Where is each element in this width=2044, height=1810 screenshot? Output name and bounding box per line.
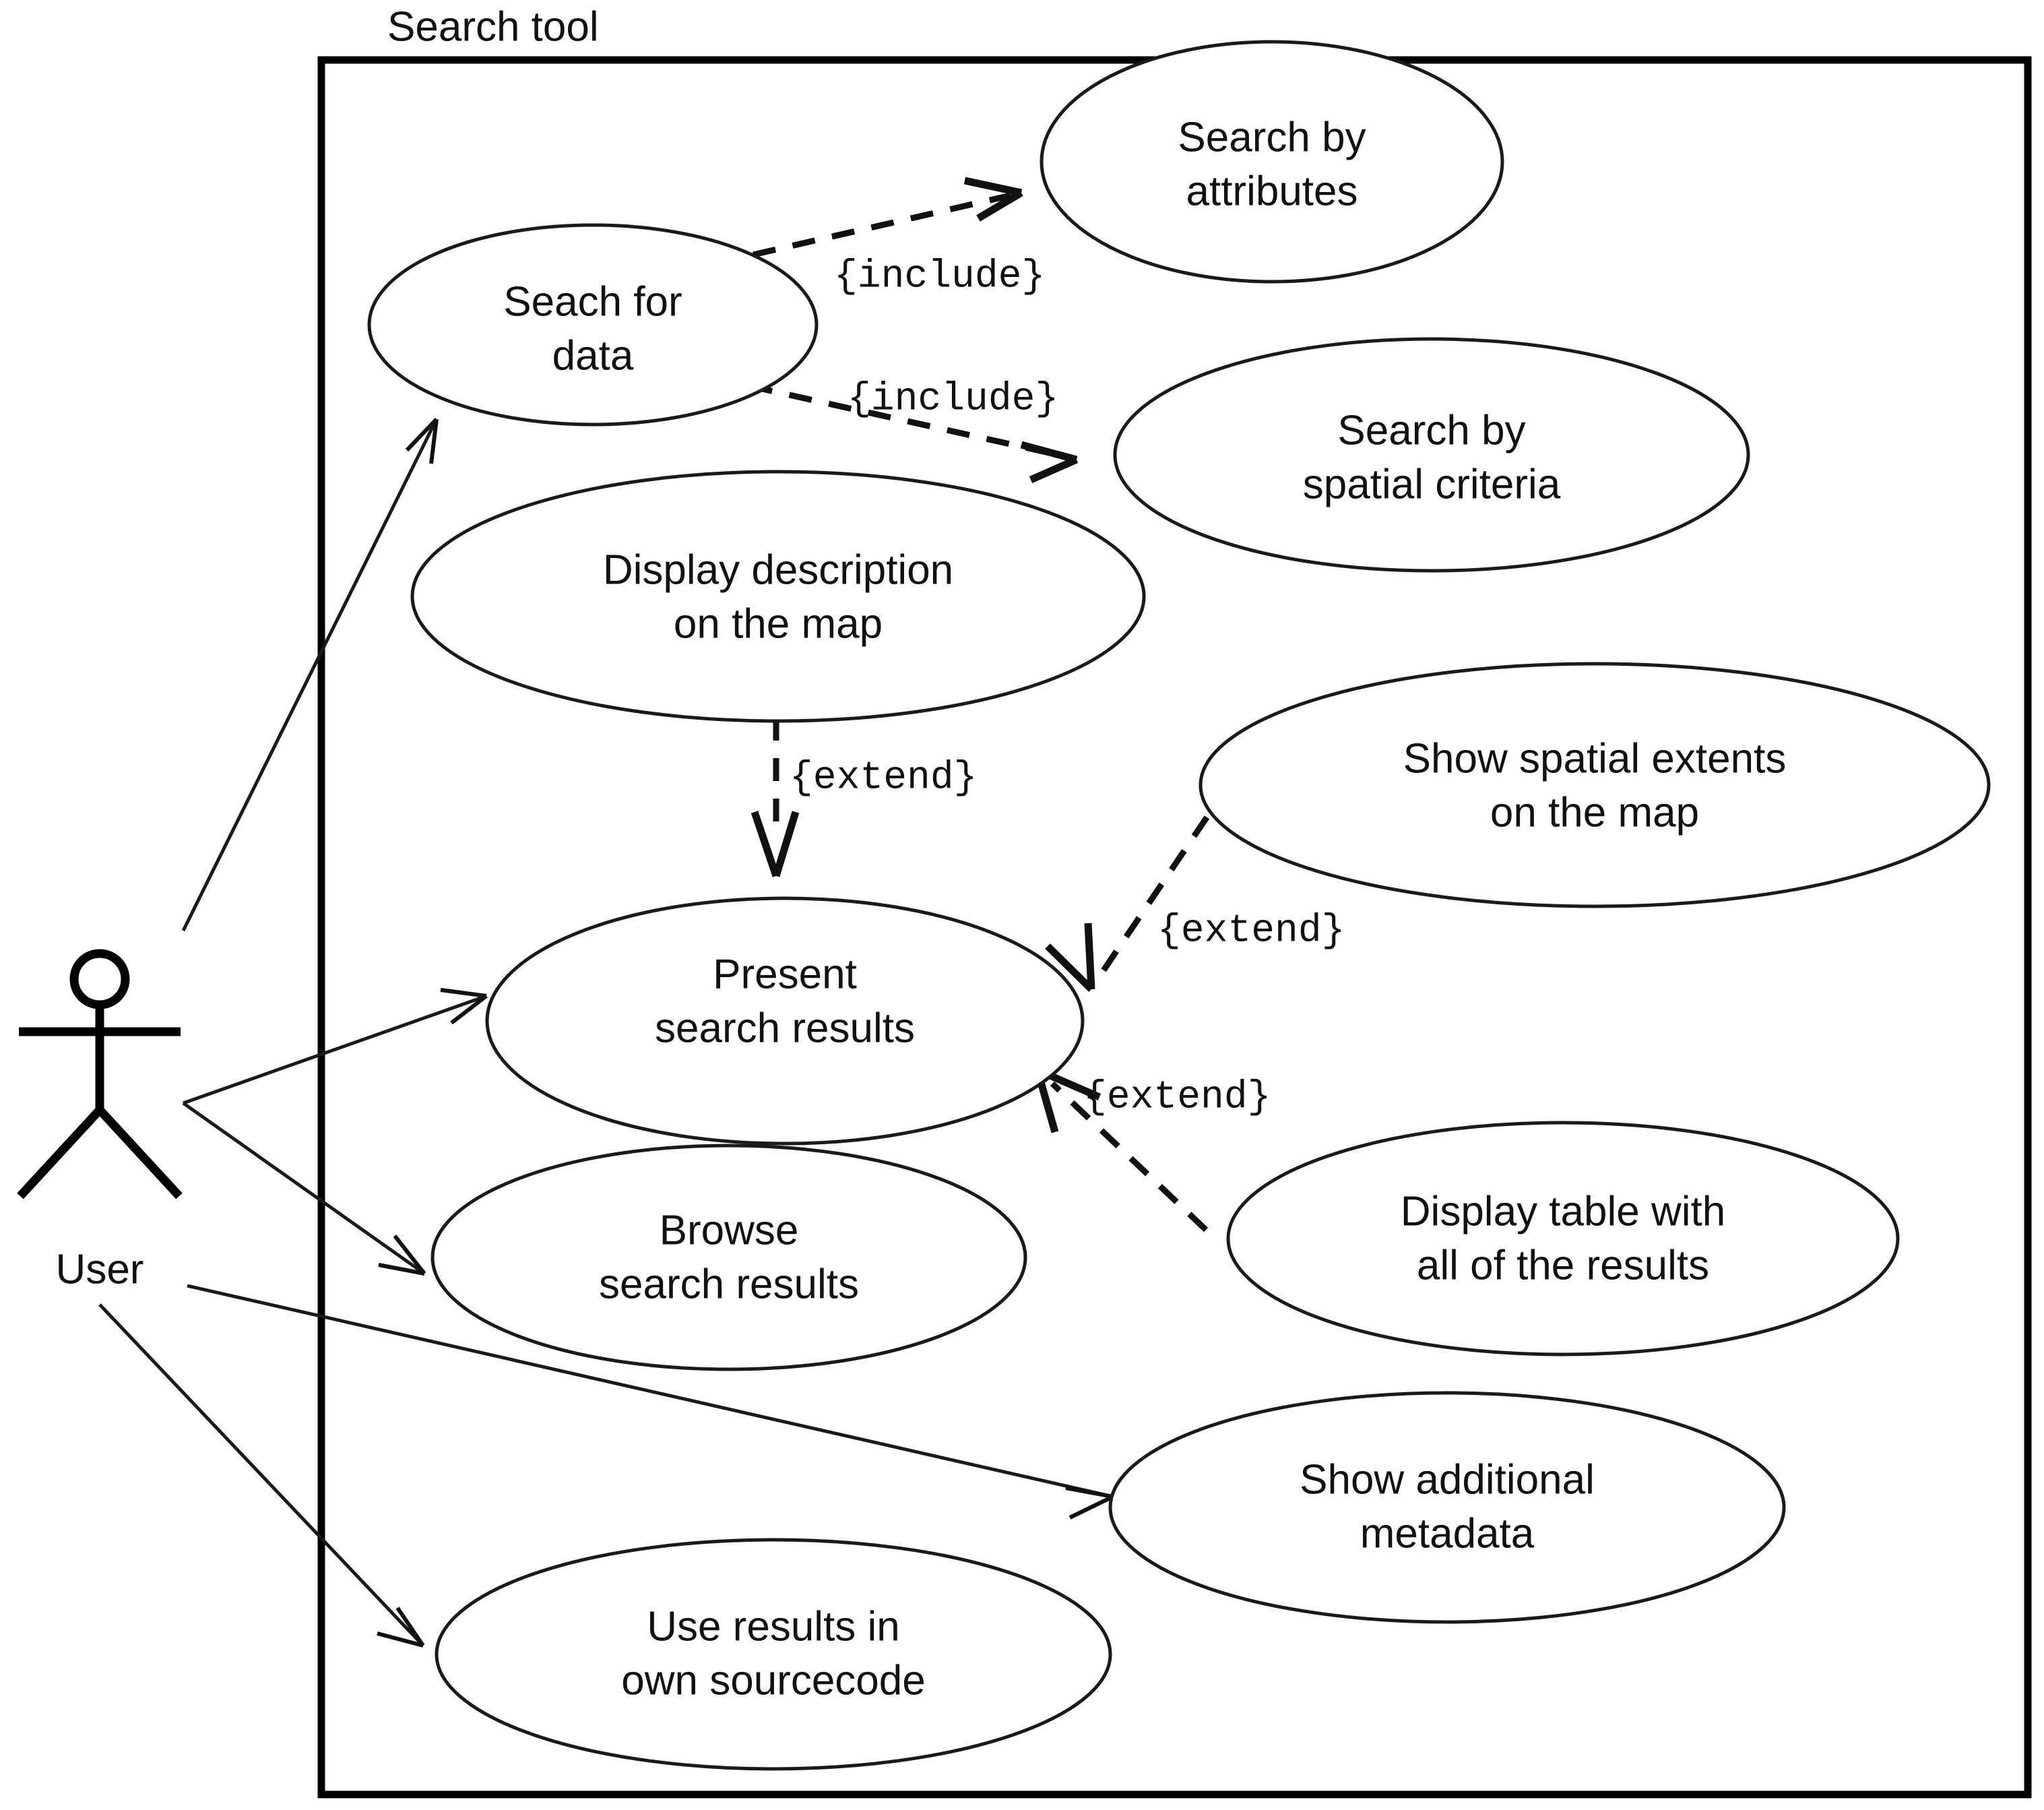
dependency-arrowhead [1020, 441, 1079, 484]
dependency-line [749, 383, 1065, 460]
use-case-label-line1: Show additional [1300, 1456, 1595, 1503]
use-case-label-line2: metadata [1360, 1510, 1535, 1557]
dependency-line [1050, 1081, 1209, 1232]
use-case-ellipse [435, 1538, 1112, 1771]
assoc-line [182, 1101, 426, 1276]
dependency-line [752, 192, 1012, 258]
assoc-arrowhead [405, 417, 439, 464]
use-case-label-line2: on the map [1490, 789, 1699, 836]
assoc-line [187, 1284, 1114, 1499]
actor-user[interactable]: User [17, 949, 183, 1292]
stereotype-label: {extend} [1157, 909, 1345, 953]
stereotype-label: {include} [848, 377, 1058, 421]
assoc-user-browse-search-results[interactable] [182, 1101, 426, 1276]
use-case-label-line1: Browse [660, 1207, 799, 1253]
dependency-arrowhead [1045, 923, 1095, 992]
use-case-ellipse [1040, 40, 1504, 284]
use-case-ellipse [1108, 1391, 1786, 1624]
use-case-label-line2: spatial criteria [1303, 461, 1561, 507]
assoc-user-seach-for-data[interactable] [181, 417, 439, 932]
use-case-label-line2: own sourcecode [621, 1657, 926, 1704]
stereotype-label: {include} [834, 255, 1045, 299]
boundary-title: Search tool [387, 3, 599, 50]
rel-include-attributes[interactable]: {include} [752, 177, 1045, 299]
use-case-search-by-spatial-criteria[interactable]: Search by spatial criteria [1113, 337, 1750, 573]
use-case-display-table-with-all-results[interactable]: Display table with all of the results [1226, 1121, 1900, 1356]
use-case-label-line1: Display table with [1401, 1188, 1725, 1235]
use-case-display-description-on-the-map[interactable]: Display description on the map [410, 470, 1146, 723]
use-case-browse-search-results[interactable]: Browse search results [430, 1144, 1027, 1371]
assoc-arrowhead [377, 1606, 425, 1648]
rel-include-spatial[interactable]: {include} [749, 377, 1079, 484]
use-case-label-line1: Search by [1337, 407, 1525, 454]
use-case-label-line2: all of the results [1417, 1242, 1709, 1288]
use-case-label-line1: Present [713, 951, 857, 997]
use-case-seach-for-data[interactable]: Seach for data [367, 223, 819, 427]
rel-extend-table[interactable]: {extend} [1033, 1066, 1271, 1232]
use-case-label-line2: search results [655, 1005, 915, 1051]
assoc-user-use-results-sourcecode[interactable] [98, 1303, 425, 1648]
rel-extend-description[interactable]: {extend} [750, 718, 977, 877]
dependency-arrowhead [963, 177, 1023, 222]
use-case-label-line1: Search by [1178, 114, 1366, 160]
assoc-user-present-search-results[interactable] [183, 988, 488, 1105]
use-case-ellipse [410, 470, 1146, 723]
assoc-line [181, 418, 439, 932]
use-case-ellipse [485, 896, 1085, 1146]
use-case-ellipse [1199, 662, 1991, 908]
use-case-label-line2: data [552, 332, 634, 379]
rel-extend-extents[interactable]: {extend} [1045, 782, 1345, 992]
assoc-arrowhead [1065, 1486, 1114, 1520]
assoc-arrowhead [378, 1235, 426, 1276]
assoc-line [183, 994, 487, 1105]
use-case-ellipse [1226, 1121, 1900, 1356]
use-case-label-line1: Seach for [503, 278, 682, 325]
use-case-ellipse [1113, 337, 1750, 573]
actor-left-leg-icon [17, 1106, 103, 1199]
use-case-label-line2: search results [599, 1261, 859, 1307]
assoc-line [98, 1303, 424, 1647]
actor-right-leg-icon [96, 1106, 183, 1199]
use-case-label-line2: attributes [1186, 168, 1358, 214]
use-case-search-by-attributes[interactable]: Search by attributes [1040, 40, 1504, 284]
use-case-show-additional-metadata[interactable]: Show additional metadata [1108, 1391, 1786, 1624]
use-case-label-line1: Use results in [647, 1603, 900, 1650]
actor-label: User [56, 1246, 144, 1292]
stereotype-label: {extend} [1083, 1075, 1271, 1119]
assoc-arrowhead [440, 988, 488, 1025]
use-case-use-results-in-own-sourcecode[interactable]: Use results in own sourcecode [435, 1538, 1112, 1771]
stereotype-label: {extend} [790, 756, 977, 800]
use-case-label-line2: on the map [674, 600, 883, 647]
use-case-ellipse [367, 223, 819, 427]
actor-head-icon [69, 949, 130, 1009]
dependency-arrowhead [750, 811, 800, 877]
use-case-ellipse [430, 1144, 1027, 1371]
use-case-present-search-results[interactable]: Present search results [485, 896, 1085, 1146]
use-case-show-spatial-extents-on-the-map[interactable]: Show spatial extents on the map [1199, 662, 1991, 908]
use-case-label-line1: Show spatial extents [1403, 735, 1787, 782]
assoc-user-show-additional-metadata[interactable] [187, 1284, 1114, 1520]
use-case-label-line1: Display description [603, 547, 953, 593]
